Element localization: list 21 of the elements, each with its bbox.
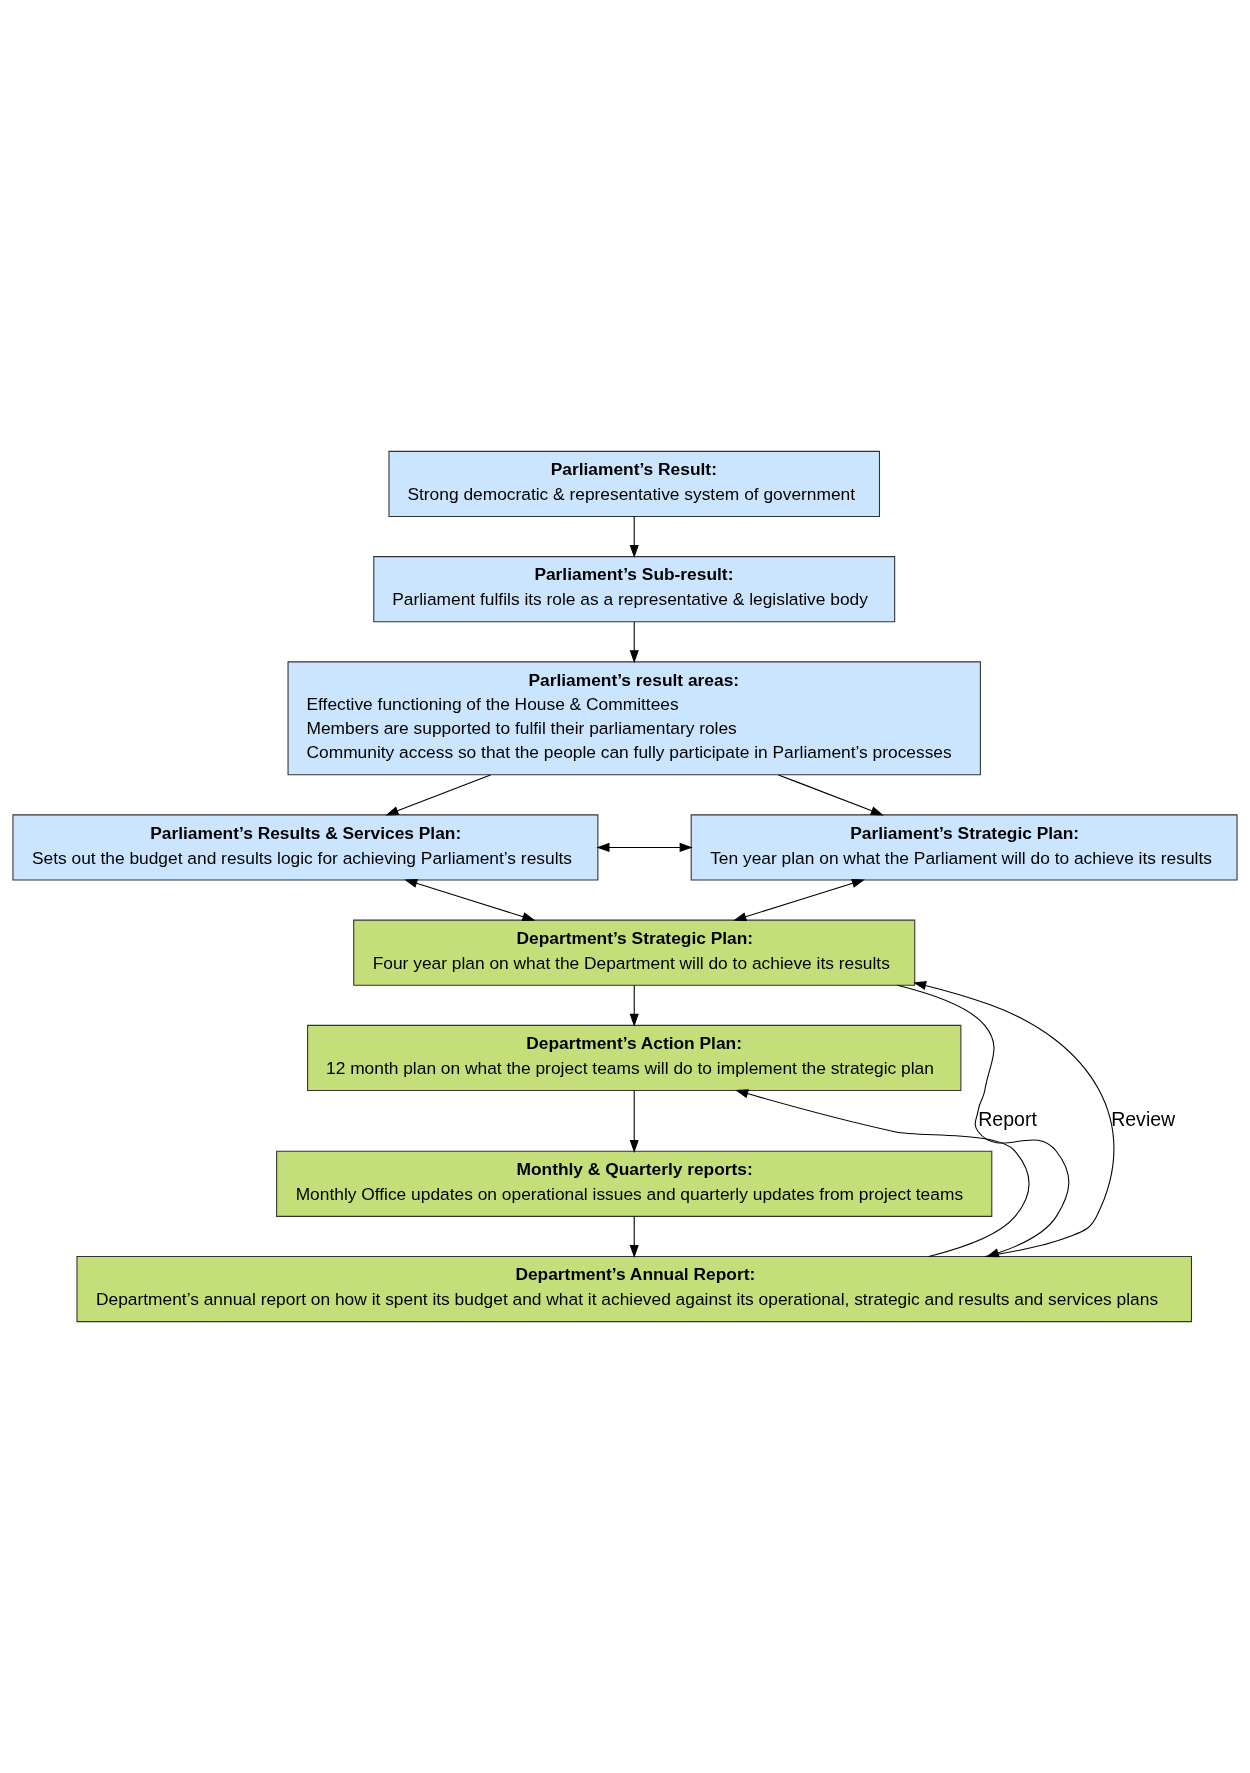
node-box: Parliament’s Results & Services Plan: Sets out the budget and results logic for achieving Parliament’s results	[12, 814, 599, 881]
node-box: Monthly & Quarterly reports: Monthly Office updates on operational issues and quarterly updates from project teams	[276, 1150, 993, 1217]
arrow	[629, 621, 639, 664]
arrow	[629, 984, 639, 1027]
arrow	[596, 842, 693, 852]
node-box: Department’s Annual Report: Department’s annual report on how it spent its budget and what it achieved against its operational, strategic and results and services plans	[76, 1256, 1192, 1323]
node-box: Parliament’s Strategic Plan: Ten year plan on what the Parliament will do to achieve its results	[690, 814, 1238, 881]
node-box: Parliament’s Sub-result: Parliament fulfils its role as a representative & legislative body	[373, 556, 896, 623]
arrow	[629, 515, 639, 559]
node-box: Department’s Action Plan: 12 month plan on what the project teams will do to implement the strategic plan	[307, 1024, 962, 1092]
arrow	[629, 1090, 639, 1153]
arrow	[404, 879, 536, 922]
arrow	[629, 1215, 639, 1258]
node-box: Parliament’s result areas: Effective functioning of the House & Committees Members are supported to fulfil their parliamentary roles Community access so that the people can fully participate in Parliament’s processes	[287, 661, 981, 776]
arrow	[385, 774, 492, 816]
arrow	[777, 774, 884, 816]
node-box: Parliament’s Result: Strong democratic & representative system of government	[388, 450, 881, 517]
arrow	[733, 879, 865, 922]
node-box: Department’s Strategic Plan: Four year plan on what the Department will do to achieve its results	[353, 919, 916, 986]
edge-label: Report	[978, 1107, 1037, 1130]
edge-label: Review	[1111, 1107, 1176, 1130]
